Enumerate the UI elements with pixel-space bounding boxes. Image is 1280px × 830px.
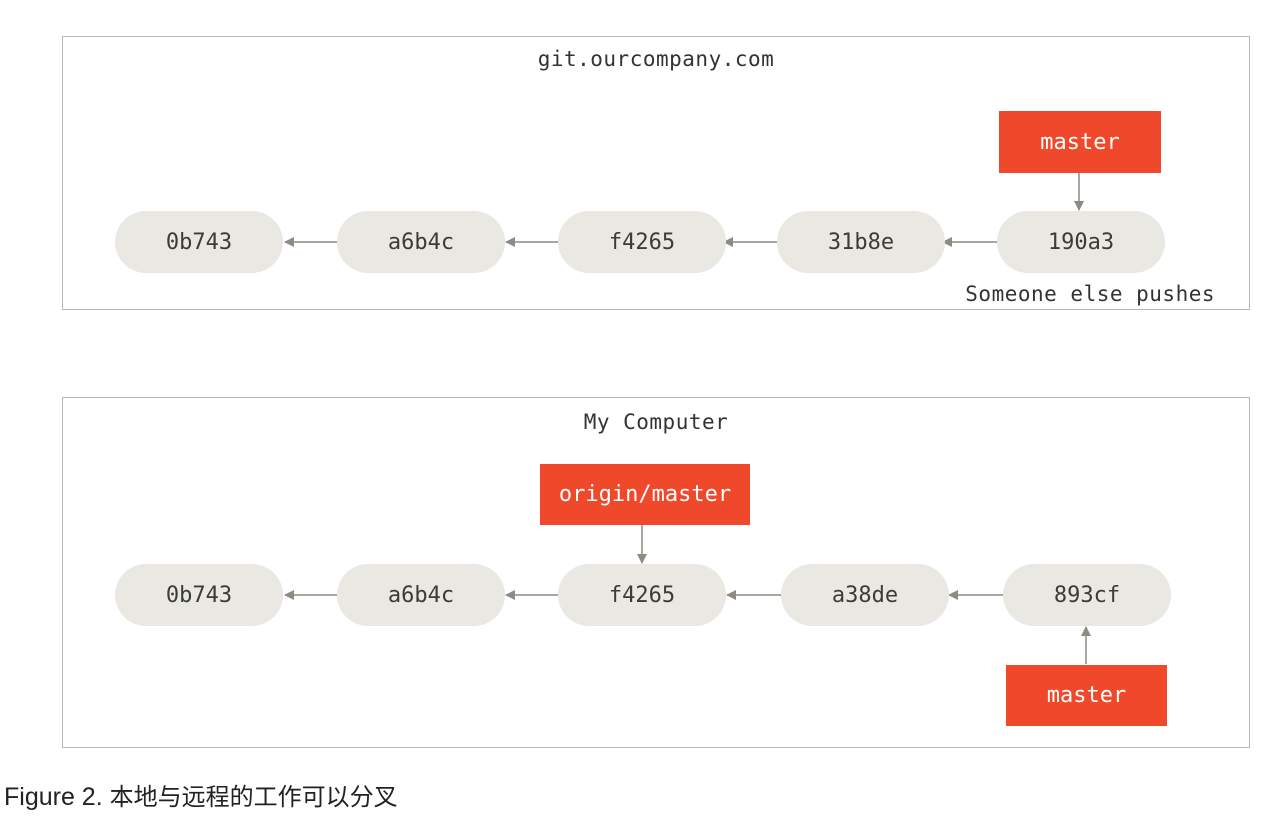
remote-commit-190a3: 190a3 (997, 211, 1165, 273)
remote-commit-0b743: 0b743 (115, 211, 283, 273)
figure-caption-text: 本地与远程的工作可以分叉 (109, 783, 398, 811)
remote-commit-31b8e: 31b8e (777, 211, 945, 273)
remote-arrows (284, 173, 1084, 247)
remote-commit-f4265: f4265 (558, 211, 726, 273)
local-commit-f4265: f4265 (558, 564, 726, 626)
remote-master-branch: master (999, 111, 1161, 173)
local-title: My Computer (583, 410, 729, 434)
remote-title: git.ourcompany.com (537, 47, 775, 71)
local-commit-0b743: 0b743 (115, 564, 283, 626)
figure-caption: Figure 2. 本地与远程的工作可以分叉 (4, 777, 398, 812)
remote-note: Someone else pushes (965, 282, 1215, 306)
local-panel: My Computer 0b743 a6b4c f4265 a38de 893c… (62, 397, 1250, 748)
figure-caption-label: Figure 2. (4, 783, 103, 811)
local-commit-893cf: 893cf (1003, 564, 1171, 626)
local-arrows (284, 525, 1091, 664)
local-commit-a6b4c: a6b4c (337, 564, 505, 626)
local-origin-master-branch: origin/master (540, 464, 750, 525)
local-commit-a38de: a38de (781, 564, 949, 626)
remote-commit-a6b4c: a6b4c (337, 211, 505, 273)
remote-panel: git.ourcompany.com 0b743 a6b4c f4265 31b… (62, 36, 1250, 310)
local-master-branch: master (1006, 665, 1167, 726)
